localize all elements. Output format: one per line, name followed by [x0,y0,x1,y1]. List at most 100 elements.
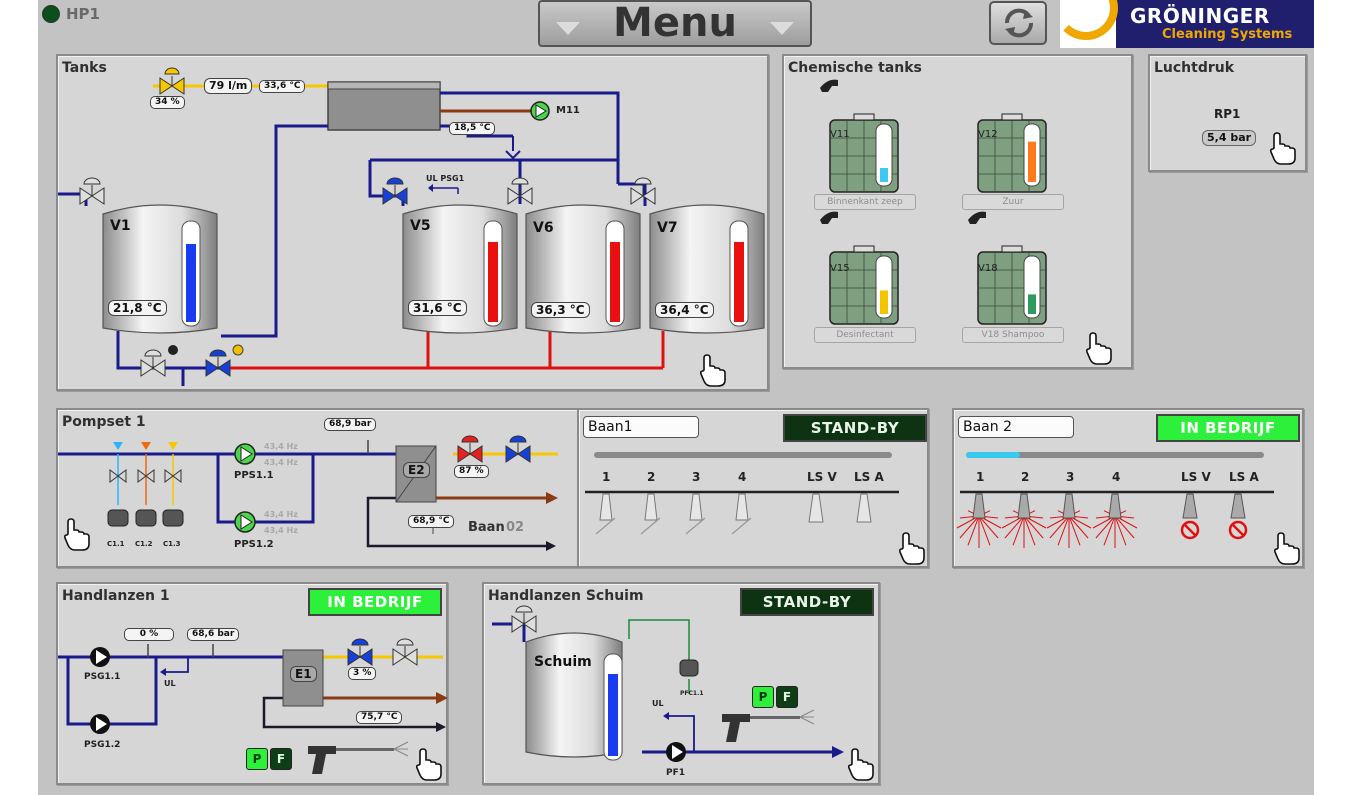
refresh-button[interactable] [989,1,1047,45]
pompset-panel: Pompset 1 [56,408,597,568]
hand-pointer-icon [63,518,90,551]
tank-v5-name: V5 [410,218,431,234]
flow-value: 79 l/m [204,78,253,94]
luchtdruk-panel: Luchtdruk RP1 5,4 bar [1148,54,1307,172]
p-button[interactable]: P [752,686,774,708]
baan2-nozzle-label: 2 [1021,470,1030,484]
hz-value: 43,4 Hz [264,510,298,519]
chem-valve-c13: C1.3 [163,540,181,548]
hz-value: 43,4 Hz [264,458,298,467]
exchanger-e1: E1 [290,666,317,682]
chem-tank-v11 [829,113,899,193]
tank-v6-name: V6 [533,220,554,236]
hand1-ul-label: UL [164,679,176,688]
chem-tank-v18 [977,245,1047,325]
hand1-temp: 75,7 °C [356,711,403,724]
f-button[interactable]: F [776,686,798,708]
chem-id-v11: V11 [830,129,850,140]
f-button[interactable]: F [270,748,292,770]
baan2-nozzle-label: LS V [1181,470,1211,484]
pump-psg11-label: PSG1.1 [84,672,121,682]
baan1-nozzles [585,490,925,565]
baan2-name[interactable]: Baan 2 [958,416,1074,438]
inlet-temp-value: 33,6 °C [259,80,306,93]
tanks-panel: Tanks [56,54,769,391]
chem-id-v15: V15 [830,263,850,274]
baan1-nozzle-label: 4 [738,470,747,484]
hand1-pressure: 68,6 bar [187,628,240,641]
tank-v7-temp: 36,4 °C [655,302,714,318]
hand-pointer-icon [1273,532,1300,565]
chem-label-v11: Binnenkant zeep [814,194,916,210]
baan2-nozzle-label: 4 [1112,470,1121,484]
panel-title: Chemische tanks [788,60,922,76]
hand-pointer-icon [1085,332,1112,365]
schuim-tank-name: Schuim [534,654,592,670]
baan2-nozzle-label: LS A [1229,470,1259,484]
baan2-progress-track [966,452,1264,458]
baan2-nozzle-label: 3 [1066,470,1075,484]
chem-panel: Chemische tanks V11 V12 V15 V18 Binnenka… [782,54,1133,369]
schuim-piping [492,605,874,781]
status-led [42,5,60,23]
baan2-progress-fill [966,452,1020,458]
pfc11-label: PFC1.1 [680,690,704,697]
hand-pointer-icon [415,748,442,781]
hand-pointer-icon[interactable] [1268,132,1298,166]
baan1-nozzle-label: 2 [647,470,656,484]
baan1-name[interactable]: Baan1 [583,416,699,438]
chevron-down-icon [770,22,794,35]
hmi-screen: HP1 Menu GRÖNINGER Cleaning Systems Tank… [38,0,1314,795]
handlanzen1-panel: Handlanzen 1 IN BEDRIJF [56,582,448,785]
panel-title: Luchtdruk [1154,60,1235,76]
chem-valve-c11: C1.1 [107,540,125,548]
tank-v7-name: V7 [657,220,678,236]
tank-v1-temp: 21,8 °C [108,300,167,316]
schuim-status: STAND-BY [740,588,874,616]
chem-label-v18: V18 Shampoo [962,327,1064,343]
tanks-piping [58,67,765,387]
hand1-valve-open: 3 % [348,667,377,680]
fill-nozzle-icon [968,211,986,224]
chem-valve-c12: C1.2 [135,540,153,548]
pump-pps12-label: PPS1.2 [234,539,274,550]
hand-pointer-icon [699,354,726,387]
baan2-nozzle-label: 1 [976,470,985,484]
pump-pf1-label: PF1 [666,768,686,778]
refresh-icon [1004,8,1034,38]
hand1-valve-pct: 0 % [124,628,174,641]
baan1-panel: Baan1 STAND-BY 1 2 3 4 LS V LS A [577,408,929,568]
p-button[interactable]: P [246,748,268,770]
chem-label-v15: Desinfectant [814,327,916,343]
fill-nozzle-icon [820,211,838,224]
brand-logo: GRÖNINGER Cleaning Systems [1060,0,1314,48]
chem-tank-v15 [829,245,899,325]
hz-value: 43,4 Hz [264,526,298,535]
panel-title: Handlanzen 1 [62,588,170,604]
pump-pps11-label: PPS1.1 [234,470,274,481]
brand-name: GRÖNINGER [1130,4,1270,28]
rp1-label: RP1 [1214,107,1241,121]
chevron-down-icon [556,22,580,35]
v6-level-bar [610,242,620,322]
rp1-value: 5,4 bar [1202,130,1257,146]
schuim-level-bar [608,674,618,756]
pompset-temp: 68,9 °C [408,515,455,528]
menu-button[interactable]: Menu [538,0,812,47]
panel-title: Tanks [62,60,107,76]
baan1-nozzle-label: 3 [692,470,701,484]
station-label: HP1 [66,5,100,23]
panel-title: Pompset 1 [62,414,146,430]
fill-nozzle-icon [820,79,838,92]
baan2-panel: Baan 2 IN BEDRIJF 1 2 3 4 LS V LS A [952,408,1304,568]
baan1-nozzle-label: LS A [854,470,884,484]
baan1-progress-track [594,452,892,458]
v5-level-bar [488,242,498,322]
pompset-valve-open: 87 % [454,465,489,478]
chem-id-v12: V12 [978,129,998,140]
chem-label-v12: Zuur [962,194,1064,210]
tank-v6-temp: 36,3 °C [531,302,590,318]
baan1-nozzle-label: LS V [807,470,837,484]
baan2-status: IN BEDRIJF [1156,414,1300,442]
chem-drawing [820,79,1112,365]
